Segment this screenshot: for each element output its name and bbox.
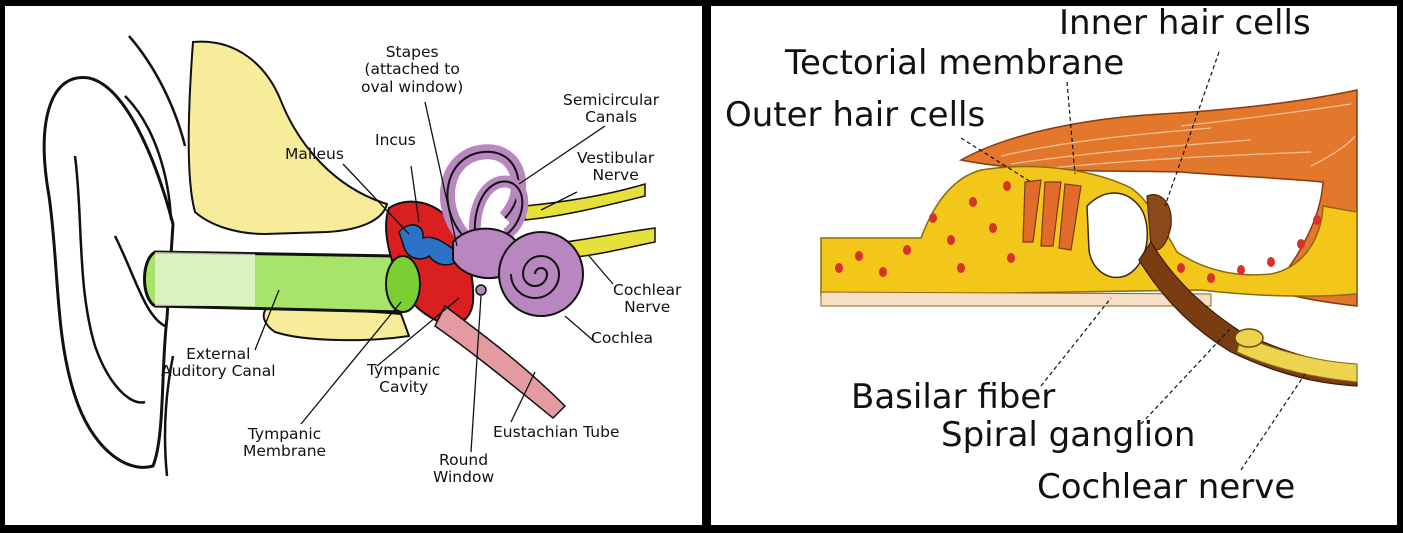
eustachian-tube-shape (434, 304, 567, 420)
tympanic-membrane-label: Tympanic Membrane (243, 425, 327, 461)
spiral-ganglion-shape (1234, 328, 1264, 348)
external-auditory-canal-label: External Auditory Canal (161, 345, 276, 381)
stapes-label: Stapes (attached to oval window) (361, 43, 464, 96)
tympanic-membrane-shape (385, 255, 421, 313)
semicircular-canals-shape (439, 144, 529, 244)
ear-anatomy-panel: Stapes (attached to oval window) Semicir… (5, 6, 702, 525)
outer-hair-cell-shapes (1022, 179, 1082, 251)
spiral-ganglion-label: Spiral ganglion (941, 415, 1196, 455)
organ-of-corti-illustration (820, 51, 1358, 471)
leader-lines (960, 51, 1306, 471)
incus-label: Incus (375, 131, 416, 149)
tectorial-membrane-label: Tectorial membrane (785, 43, 1125, 83)
cochlear-nerve-label: Cochlear Nerve (613, 281, 682, 317)
tympanic-cavity-label: Tympanic Cavity (367, 361, 441, 397)
cell-nuclei (835, 181, 1321, 283)
round-window-label: Round Window (433, 451, 495, 487)
ear-anatomy-illustration (42, 35, 656, 477)
cochlear-nerve-label: Cochlear nerve (1037, 467, 1296, 507)
basilar-membrane (820, 291, 1212, 307)
cochlea-label: Cochlea (591, 329, 653, 347)
semicircular-canals-label: Semicircular Canals (563, 91, 660, 127)
outer-hair-cells-label: Outer hair cells (725, 95, 986, 135)
vestibular-nerve-label: Vestibular Nerve (577, 149, 655, 185)
cochlear-nerve-shape (564, 227, 656, 259)
temporal-bone (187, 40, 389, 236)
malleus-label: Malleus (285, 145, 344, 163)
cochlea-shape (498, 231, 584, 317)
basilar-fiber-label: Basilar fiber (851, 377, 1056, 417)
leader-lines (254, 101, 614, 453)
tectorial-striations (1000, 103, 1356, 169)
tunnel-of-corti (1086, 192, 1148, 279)
eustachian-tube-label: Eustachian Tube (493, 423, 620, 441)
organ-of-corti-panel: Inner hair cells Tectorial membrane Oute… (711, 6, 1397, 525)
inner-hair-cells-label: Inner hair cells (1059, 6, 1311, 43)
nerve-fiber-bundle (1236, 335, 1358, 383)
vestibular-nerve-shape (524, 182, 646, 221)
